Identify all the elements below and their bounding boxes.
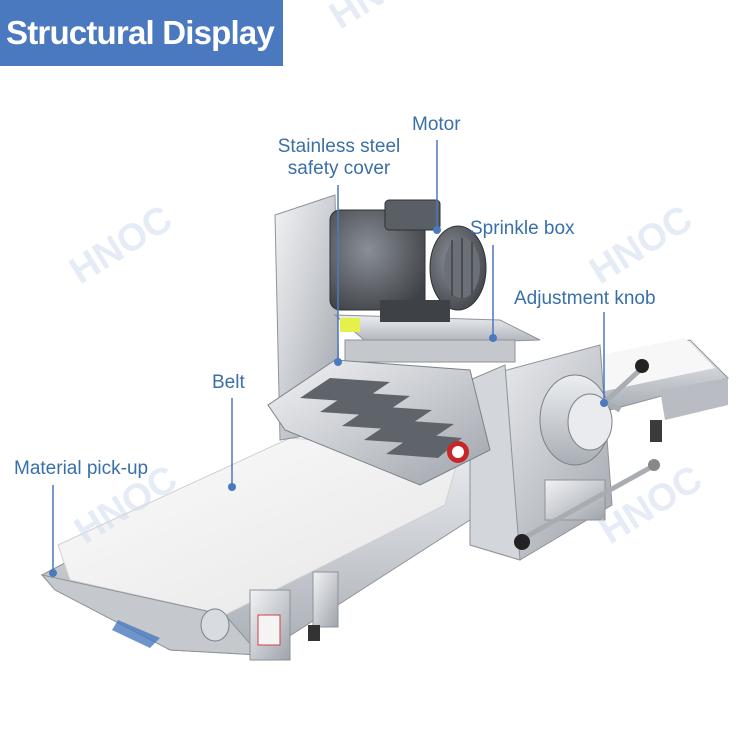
label-safety-cover-line1: Stainless steel bbox=[277, 136, 401, 157]
page-title: Structural Display bbox=[0, 0, 283, 66]
label-motor: Motor bbox=[412, 114, 461, 135]
callout-dot-adjustment-knob bbox=[600, 399, 608, 407]
label-material-pickup: Material pick-up bbox=[14, 458, 149, 479]
callout-dot-sprinkle-box bbox=[489, 334, 497, 342]
safety-cover-part bbox=[267, 359, 491, 486]
label-belt: Belt bbox=[212, 372, 245, 393]
label-safety-cover: Stainless steel safety cover bbox=[264, 136, 414, 180]
callout-dot-material-pickup bbox=[49, 569, 57, 577]
label-sprinkle-box: Sprinkle box bbox=[470, 218, 575, 239]
callout-lines bbox=[49, 140, 608, 577]
callout-dot-safety-cover bbox=[334, 358, 342, 366]
sprinkle-box-part bbox=[333, 314, 541, 363]
watermark-text: HNOC bbox=[63, 198, 180, 293]
adjustment-handles bbox=[514, 359, 660, 550]
watermark-text: HNOC bbox=[323, 0, 440, 38]
callout-dot-belt bbox=[228, 483, 236, 491]
motor-part bbox=[329, 199, 487, 322]
callout-dot-motor bbox=[433, 226, 441, 234]
watermark-text: HNOC bbox=[593, 458, 710, 553]
label-safety-cover-line2: safety cover bbox=[287, 158, 391, 179]
watermark-text: HNOC bbox=[583, 198, 700, 293]
label-adjustment-knob: Adjustment knob bbox=[514, 288, 656, 309]
